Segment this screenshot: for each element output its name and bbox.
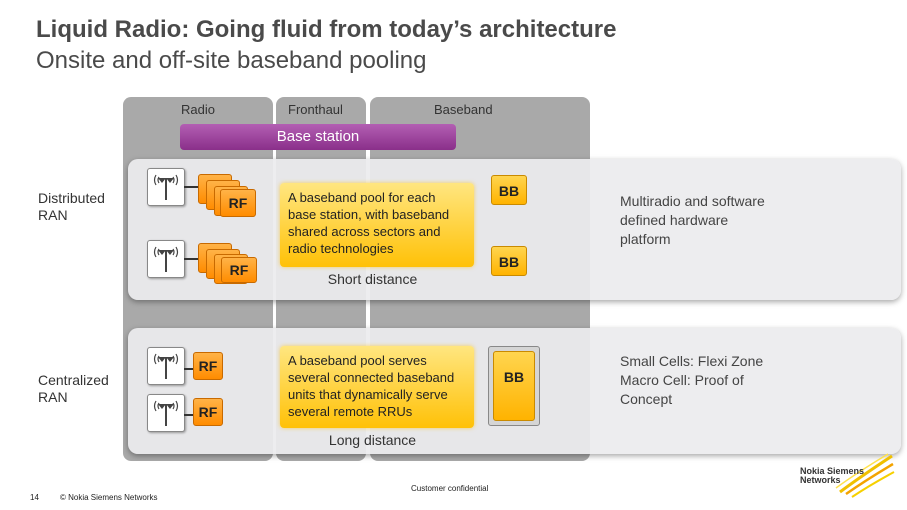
nsn-logo-icon (835, 453, 895, 498)
baseband-pool-description: A baseband pool serves several connected… (280, 346, 474, 428)
long-distance-label: Long distance (328, 432, 417, 448)
centralized-side-text: Small Cells: Flexi Zone Macro Cell: Proo… (620, 353, 764, 407)
baseband-column-label: Baseband (434, 102, 493, 117)
logo-text-line1: Nokia Siemens (800, 466, 865, 476)
page-number: 14 (30, 493, 39, 502)
fronthaul-column-label: Fronthaul (288, 102, 343, 117)
centralized-ran-label: Centralized RAN (38, 372, 109, 406)
page-title: Liquid Radio: Going fluid from today’s a… (36, 16, 617, 43)
distributed-side-text: Multiradio and software defined hardware… (620, 193, 765, 247)
base-station-bar: Base station (180, 124, 456, 150)
logo-text-line2: Networks (800, 475, 841, 485)
bb-unit: BB (493, 351, 535, 421)
rf-unit: RF (193, 398, 223, 426)
radio-column-label: Radio (181, 102, 215, 117)
bb-unit-chassis: BB (488, 346, 540, 426)
centralized-ran-text: Centralized RAN (38, 372, 109, 405)
bb-unit: BB (491, 246, 527, 276)
link-line (184, 258, 200, 260)
page-subtitle: Onsite and off-site baseband pooling (36, 47, 427, 74)
nsn-logo: Nokia Siemens Networks (800, 452, 895, 502)
link-line (184, 186, 200, 188)
antenna-icon (147, 168, 185, 206)
rf-unit: RF (221, 257, 257, 283)
link-line (184, 368, 196, 370)
link-line (184, 414, 196, 416)
rf-unit: RF (193, 352, 223, 380)
distributed-ran-label: Distributed RAN (38, 190, 105, 224)
rf-unit: RF (220, 189, 256, 217)
confidential-text: Customer confidential (411, 484, 489, 493)
copyright-text: © Nokia Siemens Networks (60, 493, 158, 502)
antenna-icon (147, 394, 185, 432)
bb-unit: BB (491, 175, 527, 205)
distributed-ran-text: Distributed RAN (38, 190, 105, 223)
antenna-icon (147, 240, 185, 278)
short-distance-label: Short distance (327, 271, 418, 287)
baseband-pool-description: A baseband pool for each base station, w… (280, 183, 474, 267)
antenna-icon (147, 347, 185, 385)
